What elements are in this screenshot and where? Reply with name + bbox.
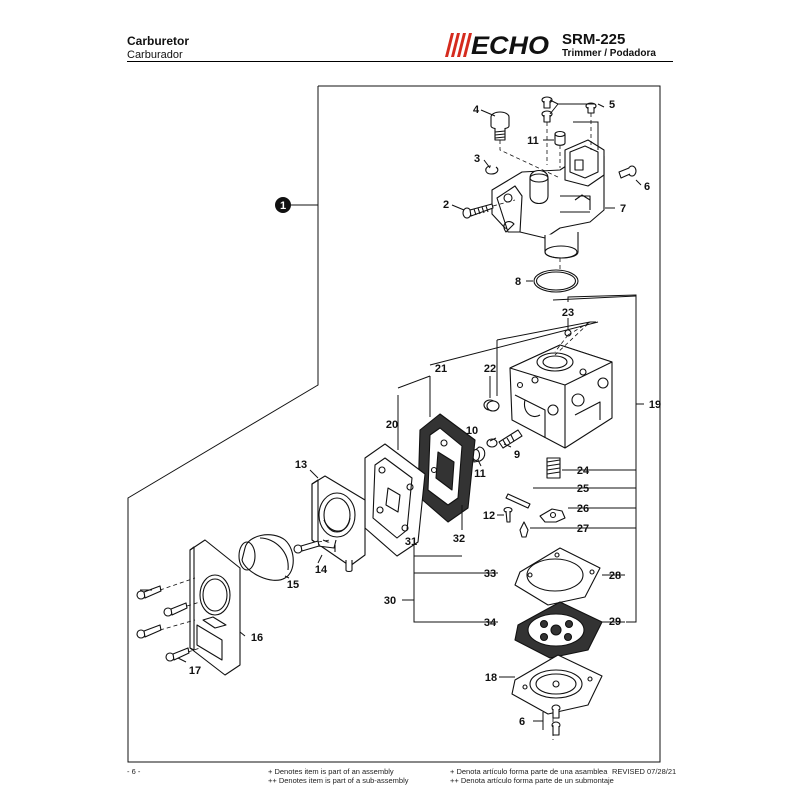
callout-6-bottom: 6: [519, 716, 525, 728]
model-number: SRM-225: [562, 31, 626, 48]
gasket-21: [417, 413, 476, 523]
header-rule: [127, 61, 673, 62]
callout-3: 3: [474, 153, 480, 165]
callout-17: 17: [189, 665, 201, 677]
callout-20: 20: [386, 419, 398, 431]
pin-25: [505, 493, 531, 509]
screw-14: [293, 540, 320, 554]
alignment-lines: [159, 113, 592, 740]
callout-6-top: 6: [644, 181, 650, 193]
callout-25: 25: [577, 483, 589, 495]
screws-6-bottom: [551, 704, 561, 736]
screw-2: [462, 203, 494, 219]
gasket-33: [514, 547, 601, 606]
callout-19: 19: [649, 399, 661, 411]
logo-wordmark: ECHO: [471, 33, 550, 57]
callout-27: 27: [577, 523, 589, 535]
callout-16: 16: [251, 632, 263, 644]
screws-17: [136, 585, 190, 662]
idle-screw-4: [490, 111, 510, 141]
o-ring-8: [533, 269, 579, 293]
callout-29: 29: [609, 616, 621, 628]
callout-5: 5: [609, 99, 615, 111]
callout-leaders: [140, 99, 644, 730]
callout-7: 7: [620, 203, 626, 215]
callout-21: 21: [435, 363, 447, 375]
page-title: Carburetor: [127, 34, 190, 48]
plug-22: [483, 399, 500, 412]
footer-notes-es: + Denota artículo forma parte de una asa…: [450, 767, 614, 785]
carburetor-top-housing: [491, 139, 605, 259]
callout-26: 26: [577, 503, 589, 515]
callout-28: 28: [609, 570, 621, 582]
primer-bulb-15: [238, 534, 294, 581]
assembly-boundary: [127, 85, 661, 763]
callout-22: 22: [484, 363, 496, 375]
revision-date: REVISED 07/28/21: [612, 767, 677, 776]
assembly-marker-label: 1: [280, 200, 286, 212]
callout-9: 9: [514, 449, 520, 461]
callout-30: 30: [384, 595, 396, 607]
callout-24: 24: [577, 465, 590, 477]
page-number: - 6 -: [127, 767, 141, 776]
lever-26: [539, 508, 566, 523]
callout-10: 10: [466, 425, 478, 437]
callout-33: 33: [484, 568, 496, 580]
callout-8: 8: [515, 276, 521, 288]
logo-stripes: [445, 33, 472, 57]
callout-11: 11: [474, 468, 486, 480]
plate-20: [364, 443, 426, 557]
diaphragm-cover-18: [511, 654, 603, 715]
callout-11-top: 11: [527, 135, 539, 147]
diaphragm-34: [514, 601, 603, 659]
spring-24: [546, 457, 561, 479]
needle-9: [498, 429, 523, 449]
page-subtitle: Carburador: [127, 49, 183, 61]
echo-logo: ECHO: [445, 33, 550, 57]
primer-bracket-16: [189, 539, 241, 676]
callout-labels: 2 3 4 5 6 7 8 9 10 11 11 12 13 14 15 16 …: [189, 99, 661, 728]
clip-3: [485, 165, 499, 175]
callout-12: 12: [483, 510, 495, 522]
needle-27: [519, 521, 529, 538]
callout-18: 18: [485, 672, 497, 684]
header-right: SRM-225 Trimmer / Podadora: [562, 32, 656, 60]
spring-10: [486, 438, 498, 448]
callout-2: 2: [443, 199, 449, 211]
callout-31: 31: [405, 536, 417, 548]
screws-5: [541, 96, 597, 123]
footer-notes-en: + Denotes item is part of an assembly ++…: [268, 767, 408, 785]
screw-6-top: [618, 165, 637, 179]
callout-14: 14: [315, 564, 328, 576]
callout-34: 34: [484, 617, 497, 629]
note-assembly-en: + Denotes item is part of an assembly: [268, 767, 394, 776]
cap-11-top: [554, 130, 566, 146]
callout-32: 32: [453, 533, 465, 545]
carburetor-body: [509, 344, 613, 449]
pump-cover-13: [311, 475, 366, 573]
model-description: Trimmer / Podadora: [562, 48, 656, 59]
note-subassembly-en: ++ Denotes item is part of a sub-assembl…: [268, 776, 409, 785]
assembly-marker-1: 1: [275, 197, 318, 213]
callout-4: 4: [473, 104, 480, 116]
note-assembly-es: + Denota artículo forma parte de una asa…: [450, 767, 608, 776]
callout-15: 15: [287, 579, 299, 591]
note-subassembly-es: ++ Denota artículo forma parte de un sub…: [450, 776, 614, 785]
header-left: Carburetor Carburador: [127, 34, 189, 62]
callout-13: 13: [295, 459, 307, 471]
callout-23: 23: [562, 307, 574, 319]
screw-12: [503, 506, 513, 523]
